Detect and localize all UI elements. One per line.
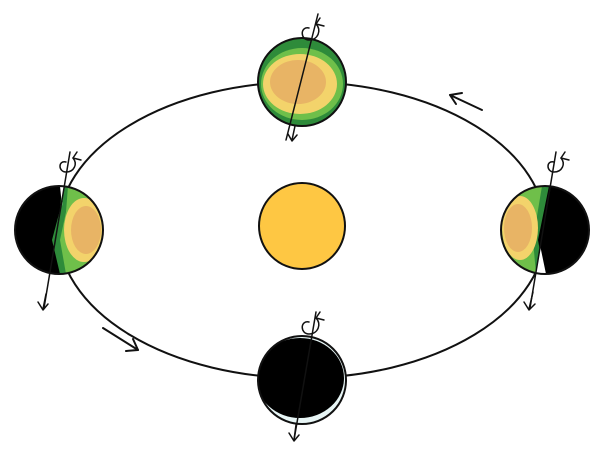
orbit-direction-arrow-icon: [449, 92, 483, 111]
rotation-arrow-icon: [529, 151, 570, 309]
earth-left: [14, 151, 104, 311]
axis-arrow-icon: [288, 424, 300, 442]
axis-arrow-icon: [523, 291, 536, 311]
axis-arrow-icon: [37, 293, 49, 311]
axis-arrow-icon: [287, 125, 298, 142]
earth-bottom: [257, 311, 347, 442]
earth-right: [500, 151, 590, 311]
rotation-arrow-icon: [43, 151, 82, 309]
orbit-direction-arrow-icon: [102, 327, 139, 352]
sun-icon: [258, 182, 346, 270]
earth-top: [257, 13, 347, 142]
rotation-arrow-icon: [285, 13, 325, 141]
rotation-arrow-icon: [293, 311, 325, 441]
